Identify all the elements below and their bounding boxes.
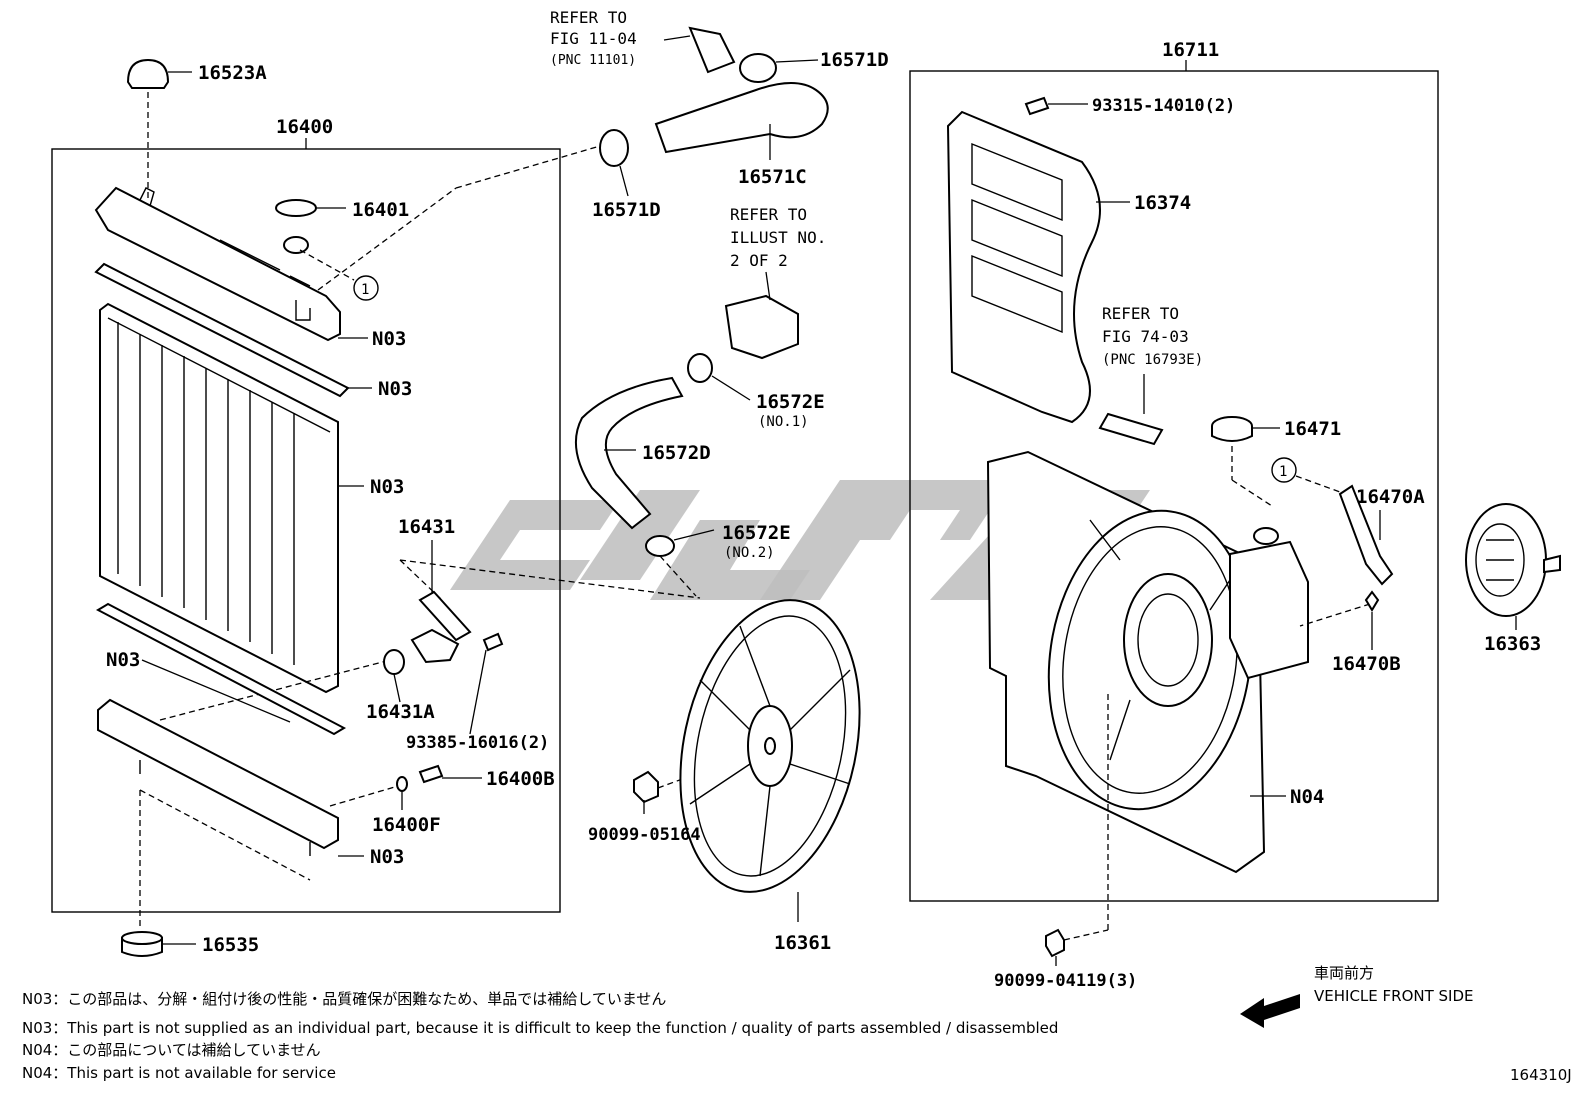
radiator-lower-tank [97, 698, 364, 928]
part-16400F-o-ring [396, 776, 408, 792]
note-n04-en: N04：This part is not available for servi… [22, 1064, 336, 1082]
ref-illust-line2: ILLUST NO. [730, 228, 826, 247]
ref-illust-line1: REFER TO [730, 205, 807, 224]
label-93385: 93385-16016(2) [406, 733, 549, 753]
label-16470A: 16470A [1356, 486, 1425, 508]
label-16572E-no2-sub: (NO.2) [724, 545, 775, 561]
part-16470A-reservoir-hose [1271, 457, 1394, 627]
label-16535: 16535 [202, 934, 259, 956]
label-16471: 16471 [1284, 418, 1341, 440]
ref-illust-line3: 2 OF 2 [730, 251, 788, 270]
clamp-16571D-lower [599, 129, 629, 167]
clamp-16572E-no2 [645, 535, 675, 557]
label-90099-05164: 90099-05164 [588, 825, 701, 845]
label-16572E-no1-sub: (NO.1) [758, 414, 809, 430]
ref-fig1104-line2: FIG 11-04 [550, 29, 637, 48]
footnotes: N03：この部品は、分解・組付け後の性能・品質確保が困難なため、単品では補給して… [22, 990, 1058, 1082]
ref-fig1104-line3: (PNC 11101) [550, 53, 636, 68]
label-16361: 16361 [774, 932, 831, 954]
label-16363: 16363 [1484, 633, 1541, 655]
label-n03-core: N03 [370, 476, 404, 498]
direction-jp: 車両前方 [1314, 964, 1374, 982]
radiator-gasket-top [94, 262, 372, 398]
label-16571C: 16571C [738, 166, 807, 188]
reservoir-tank [1229, 527, 1309, 680]
part-16431-drain-cock [383, 540, 701, 735]
label-n03-gasket-top: N03 [378, 378, 412, 400]
label-16400: 16400 [276, 116, 333, 138]
ref-fig1104-line1: REFER TO [550, 8, 627, 27]
label-16400B: 16400B [486, 768, 555, 790]
callout-circle-1b [1271, 457, 1297, 483]
radiator-core [99, 302, 391, 721]
vehicle-front-indicator: 車両前方 VEHICLE FRONT SIDE [1240, 964, 1474, 1028]
radiator-gasket-bottom [95, 602, 347, 736]
note-n03-en: N03：This part is not supplied as an indi… [22, 1019, 1058, 1037]
label-16470B: 16470B [1332, 653, 1401, 675]
part-16470B-clip [1364, 590, 1380, 612]
fan-shroud-group [909, 60, 1439, 966]
label-16523A: 16523A [198, 62, 267, 84]
label-16711: 16711 [1162, 39, 1219, 61]
label-16571D-upper: 16571D [820, 49, 889, 71]
radiator-assembly-group [51, 58, 701, 957]
label-16572D: 16572D [642, 442, 711, 464]
hose-connector-fig11-04 [688, 26, 736, 74]
callout-circle-1 [353, 275, 379, 301]
part-16431A-o-ring [383, 649, 405, 675]
label-16400F: 16400F [372, 814, 441, 836]
note-n03-jp: N03：この部品は、分解・組付け後の性能・品質確保が困難なため、単品では補給して… [22, 990, 666, 1008]
label-n03-upper-tank: N03 [372, 328, 406, 350]
clamp-16571D-upper [739, 53, 777, 83]
ref-fig7403-line2: FIG 74-03 [1102, 327, 1189, 346]
part-16363-fan-motor [1465, 503, 1561, 630]
label-16374: 16374 [1134, 192, 1191, 214]
callout-marker-1: 1 [361, 282, 369, 298]
label-16431: 16431 [398, 516, 455, 538]
part-16535-grommet [121, 931, 196, 957]
label-16571D-lower: 16571D [592, 199, 661, 221]
label-16572E-no1: 16572E [756, 391, 825, 413]
bolt-90099-04119 [1045, 928, 1065, 958]
part-16361-fan [679, 599, 861, 922]
hoses-and-fan-group [575, 26, 861, 922]
hose-16572D-lower [575, 376, 684, 530]
part-16374-seal [946, 110, 1130, 424]
label-n04: N04 [1290, 786, 1324, 808]
part-16523A-grommet [126, 58, 192, 200]
callout-marker-1b: 1 [1279, 464, 1287, 480]
label-16431A: 16431A [366, 701, 435, 723]
water-outlet-illust-2-of-2 [724, 294, 799, 360]
label-16401: 16401 [352, 199, 409, 221]
caution-label-fig74-03 [1098, 412, 1164, 446]
radiator-upper-tank [94, 186, 368, 342]
clamp-16572E-no1 [687, 353, 713, 383]
bolt-93315 [1024, 96, 1050, 116]
figure-id: 164310J [1510, 1066, 1572, 1084]
part-16400B-drain-plug [329, 764, 482, 810]
label-16572E-no2: 16572E [722, 522, 791, 544]
bolt-93385 [482, 632, 504, 652]
hose-16571C-upper [654, 82, 829, 154]
part-n04-fan-shroud [986, 450, 1286, 874]
label-93315: 93315-14010(2) [1092, 96, 1235, 116]
ref-fig7403-line3: (PNC 16793E) [1102, 352, 1203, 368]
nut-90099-05164 [633, 770, 659, 804]
note-n04-jp: N04：この部品については補給していません [22, 1041, 321, 1059]
label-n03-gasket-bottom: N03 [106, 649, 140, 671]
label-90099-04119: 90099-04119(3) [994, 971, 1137, 991]
shroud-group-frame [909, 70, 1439, 902]
part-16401-radiator-cap [275, 199, 379, 301]
ref-fig7403-line1: REFER TO [1102, 304, 1179, 323]
direction-en: VEHICLE FRONT SIDE [1314, 987, 1474, 1005]
part-16471-reservoir-cap [1211, 416, 1280, 507]
label-n03-lower-tank: N03 [370, 846, 404, 868]
arrow-left-icon [1240, 994, 1300, 1028]
